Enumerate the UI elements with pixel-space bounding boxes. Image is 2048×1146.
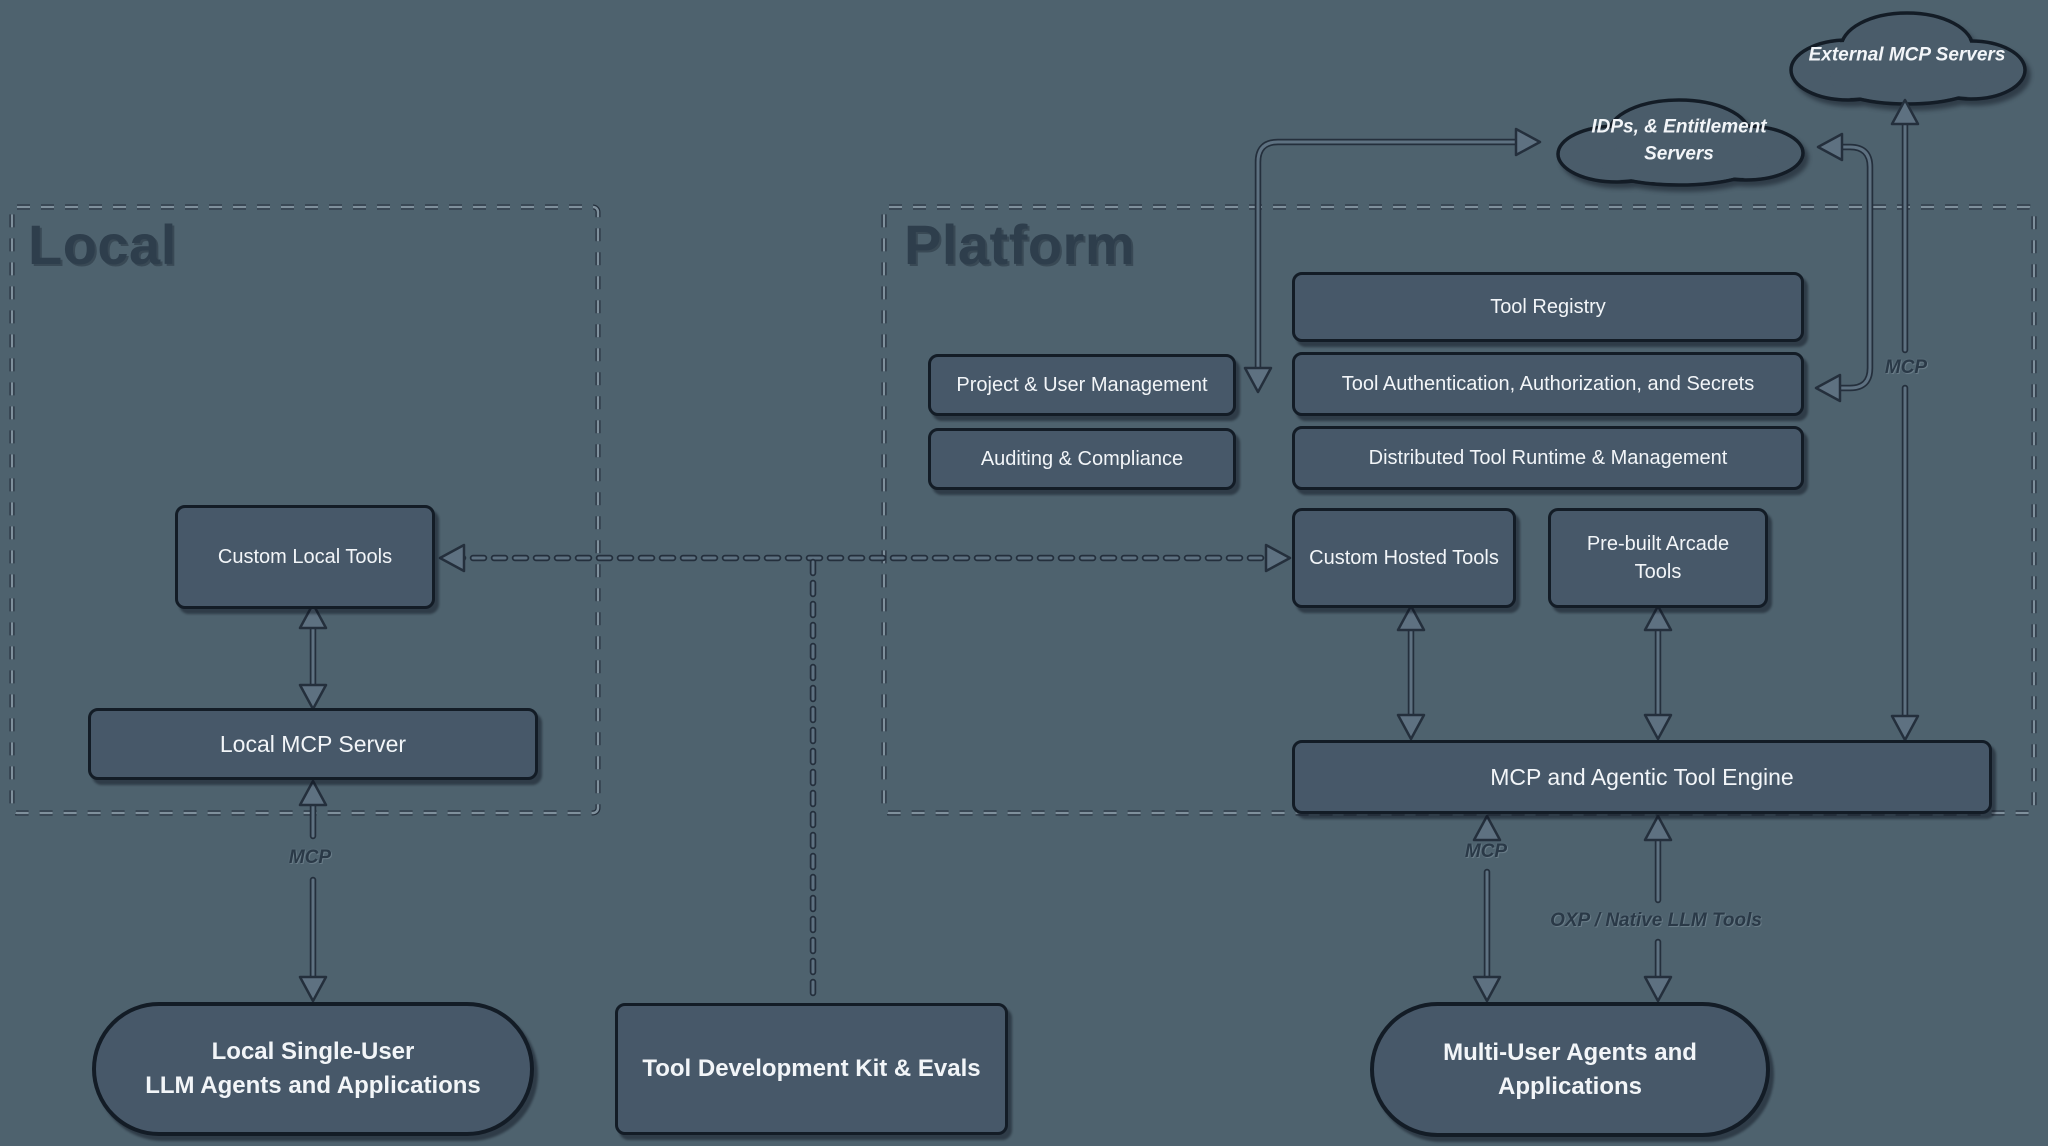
external-mcp-cloud xyxy=(1789,11,2027,106)
idp-cloud-label-line1: IDPs, & Entitlement xyxy=(1591,116,1767,138)
node-tool-dev-kit: Tool Development Kit & Evals xyxy=(615,1003,1008,1135)
platform-container-border xyxy=(881,204,2037,816)
dashed-edges xyxy=(448,554,1282,1004)
node-multi-user-agents: Multi-User Agents and Applications xyxy=(1370,1002,1770,1137)
node-mcp-engine: MCP and Agentic Tool Engine xyxy=(1292,740,1992,814)
arrowheads xyxy=(298,98,1920,1003)
edge-label-engine-mcp: MCP xyxy=(1464,841,1508,862)
edge-label-oxp: OXP / Native LLM Tools xyxy=(1550,910,1762,931)
idp-cloud-label: IDPs, & Entitlement Servers xyxy=(1591,114,1766,167)
node-custom-hosted-tools: Custom Hosted Tools xyxy=(1292,508,1516,608)
node-prebuilt-arcade-tools: Pre-built Arcade Tools xyxy=(1548,508,1768,608)
node-local-agents: Local Single-User LLM Agents and Applica… xyxy=(92,1002,534,1136)
node-multi-user-agents-line1: Multi-User Agents and xyxy=(1443,1038,1697,1066)
idp-cloud xyxy=(1556,98,1805,187)
node-project-user-management: Project & User Management xyxy=(928,354,1236,416)
node-auditing-compliance: Auditing & Compliance xyxy=(928,428,1236,490)
node-custom-local-tools: Custom Local Tools xyxy=(175,505,435,609)
node-local-agents-line1: Local Single-User xyxy=(211,1038,415,1066)
external-mcp-cloud-label: External MCP Servers xyxy=(1808,44,2006,66)
node-distributed-runtime: Distributed Tool Runtime & Management xyxy=(1292,426,1804,490)
node-local-agents-line2: LLM Agents and Applications xyxy=(145,1072,481,1099)
idp-cloud-label-line2: Servers xyxy=(1644,143,1714,164)
node-tool-registry: Tool Registry xyxy=(1292,272,1804,342)
edge-label-local-mcp: MCP xyxy=(288,847,332,868)
node-local-mcp-server: Local MCP Server xyxy=(88,708,538,780)
local-container-border xyxy=(9,204,601,816)
node-multi-user-agents-line2: Applications xyxy=(1497,1072,1642,1100)
node-tool-auth: Tool Authentication, Authorization, and … xyxy=(1292,352,1804,416)
edge-label-external-mcp: MCP xyxy=(1884,357,1928,378)
local-section-title: Local xyxy=(28,213,177,276)
platform-section-title: Platform xyxy=(904,213,1136,276)
